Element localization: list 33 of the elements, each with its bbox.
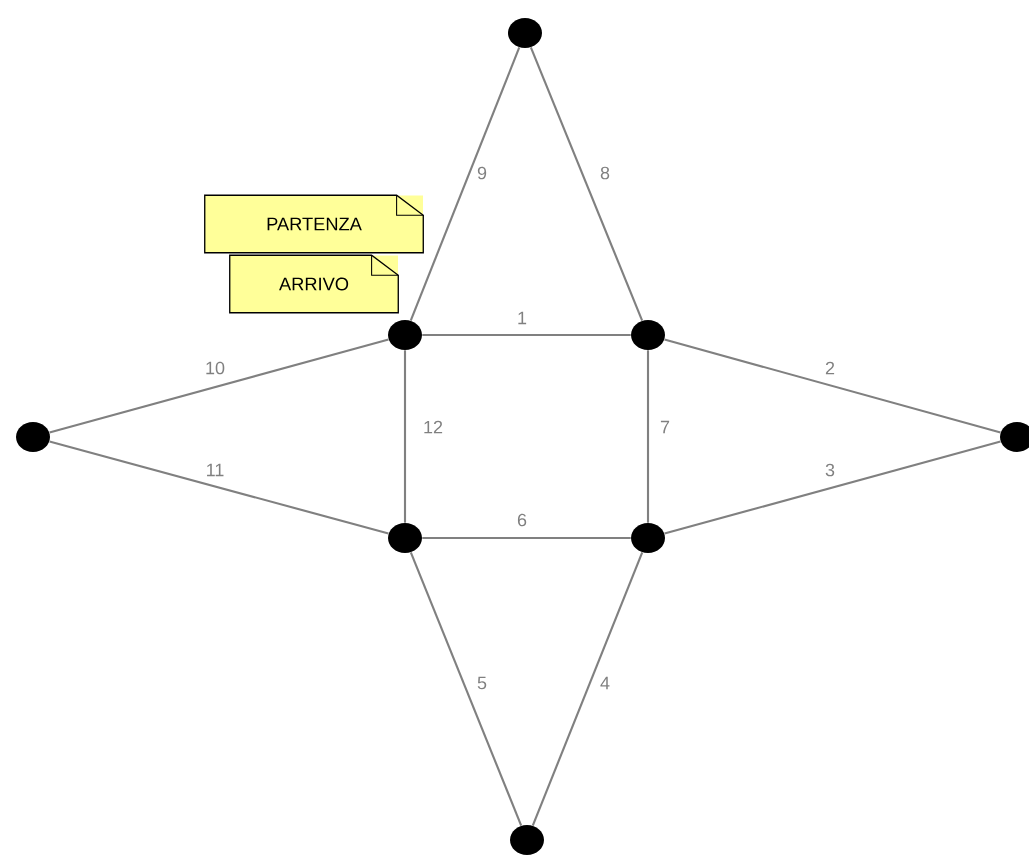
connector-line — [49, 440, 389, 535]
edge-label: 12 — [424, 420, 443, 434]
edge-label: 11 — [207, 463, 224, 477]
connector-line — [409, 552, 523, 826]
note-box: ARRIVO — [229, 254, 399, 314]
connector-line — [409, 47, 521, 321]
dot — [16, 422, 50, 452]
connector-line — [664, 338, 1001, 434]
dot — [631, 523, 665, 553]
edge-label: 10 — [206, 361, 225, 375]
edge-label: 3 — [825, 463, 835, 477]
edge-label: 4 — [600, 676, 610, 690]
connector-line — [646, 350, 650, 523]
dot — [508, 18, 542, 48]
note-box: PARTENZA — [204, 194, 424, 254]
dot — [388, 320, 422, 350]
connector-line — [49, 338, 389, 434]
connector-line — [422, 536, 631, 540]
dot — [510, 825, 544, 855]
edge-label: 6 — [517, 513, 527, 527]
edge-label: 5 — [477, 676, 487, 690]
edge-label: 7 — [660, 420, 670, 434]
edge-label: 1 — [518, 311, 527, 325]
connector-line — [422, 333, 631, 337]
edge-label: 8 — [600, 166, 610, 180]
connector-line — [403, 350, 407, 523]
connector-line — [531, 552, 644, 826]
connector-line — [529, 46, 644, 322]
connector-line — [664, 440, 1001, 535]
dot — [388, 523, 422, 553]
edge-label: 9 — [477, 166, 487, 180]
dot — [631, 320, 665, 350]
edge-label: 2 — [825, 361, 835, 375]
